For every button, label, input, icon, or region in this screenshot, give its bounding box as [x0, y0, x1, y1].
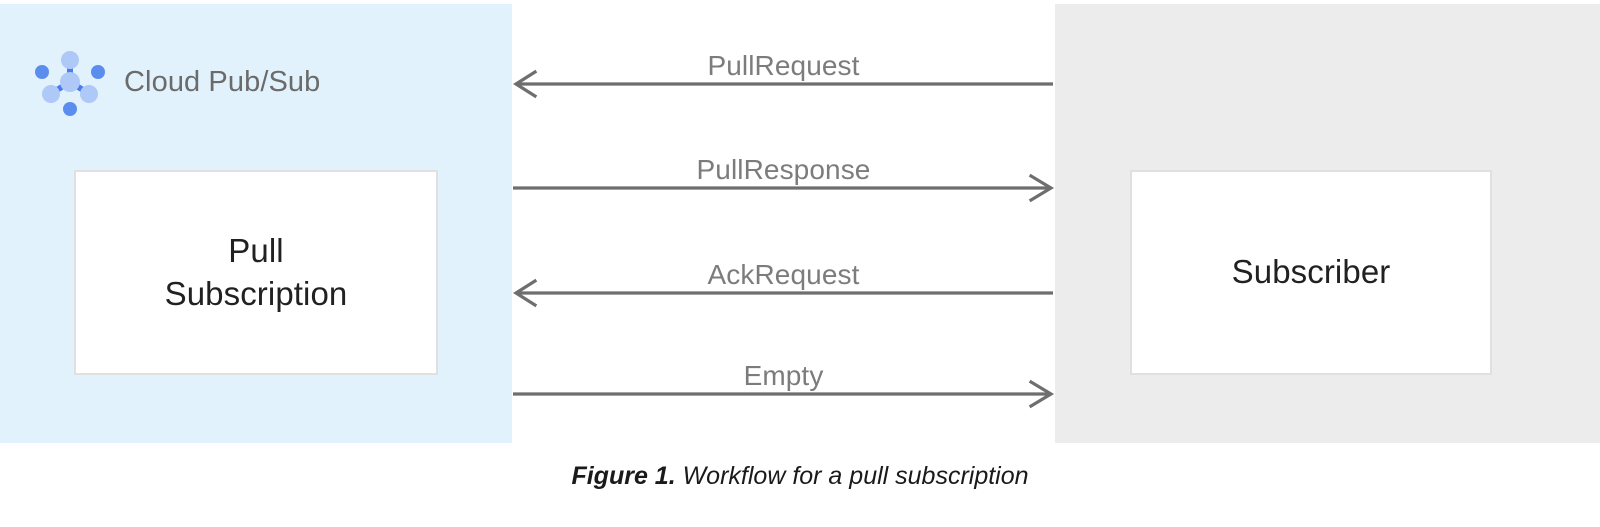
- arrow-left-icon: [513, 278, 1053, 308]
- message-row: PullRequest: [512, 4, 1055, 108]
- message-label: AckRequest: [707, 259, 860, 290]
- subscriber-label: Subscriber: [1231, 253, 1391, 291]
- cloud-pubsub-brand-label: Cloud Pub/Sub: [124, 65, 321, 98]
- figure-caption-number: Figure 1.: [571, 462, 676, 490]
- message-exchange-panel: PullRequest PullResponse AckRequest Em: [512, 4, 1055, 443]
- pubsub-logo-icon: [35, 51, 105, 116]
- pull-subscription-label-line1: Pull: [228, 232, 284, 270]
- message-label: PullResponse: [696, 154, 871, 185]
- message-row: AckRequest: [512, 213, 1055, 317]
- pull-subscription-node: Pull Subscription: [74, 170, 438, 375]
- arrow-right-icon: [513, 173, 1055, 203]
- message-label: PullRequest: [707, 50, 860, 81]
- cloud-pubsub-brand: Cloud Pub/Sub: [34, 46, 320, 118]
- subscriber-node: Subscriber: [1130, 170, 1492, 375]
- arrow-right-icon: [513, 379, 1055, 409]
- figure-caption-text: Workflow for a pull subscription: [675, 462, 1029, 490]
- pull-subscription-label-line2: Subscription: [164, 274, 348, 312]
- figure-caption: Figure 1. Workflow for a pull subscripti…: [0, 462, 1600, 491]
- pull-subscription-label: Pull Subscription: [165, 230, 348, 314]
- message-row: Empty: [512, 314, 1055, 418]
- subscriber-panel: Subscriber: [1055, 4, 1600, 443]
- arrow-left-icon: [513, 69, 1053, 99]
- message-label: Empty: [743, 360, 824, 391]
- cloud-pubsub-panel: Cloud Pub/Sub Pull Subscription: [0, 4, 512, 443]
- message-row: PullResponse: [512, 108, 1055, 212]
